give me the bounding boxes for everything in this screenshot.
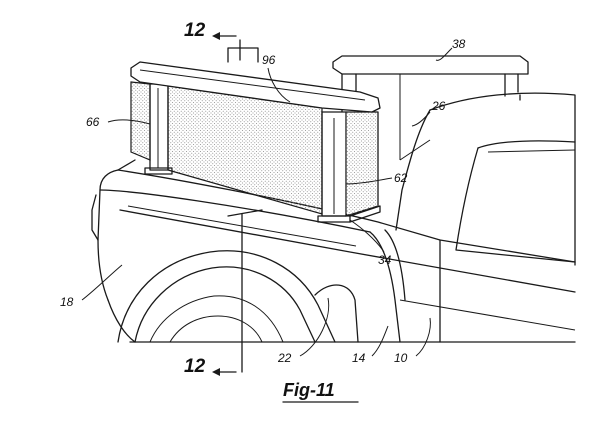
label-96: 96 xyxy=(262,53,276,67)
caption-text: Fig-11 xyxy=(283,380,335,400)
label-26: 26 xyxy=(431,99,446,113)
section-label-bottom: 12 xyxy=(184,356,206,377)
section-line xyxy=(212,32,263,376)
reference-labels: 38 96 66 26 62 34 18 22 14 10 12 12 xyxy=(60,20,466,377)
leader-lines xyxy=(81,47,453,357)
label-34: 34 xyxy=(378,253,392,267)
wheel-well xyxy=(117,250,359,343)
screen-panel xyxy=(130,81,378,216)
label-18: 18 xyxy=(60,295,74,309)
figure-caption: Fig-11 xyxy=(282,380,359,403)
label-38: 38 xyxy=(452,37,466,51)
section-label-top: 12 xyxy=(184,20,206,41)
truck-cab xyxy=(395,92,576,266)
top-rail xyxy=(130,61,381,113)
label-10: 10 xyxy=(394,351,408,365)
label-66: 66 xyxy=(86,115,100,129)
label-22: 22 xyxy=(277,351,292,365)
label-14: 14 xyxy=(352,351,366,365)
label-62: 62 xyxy=(394,171,408,185)
